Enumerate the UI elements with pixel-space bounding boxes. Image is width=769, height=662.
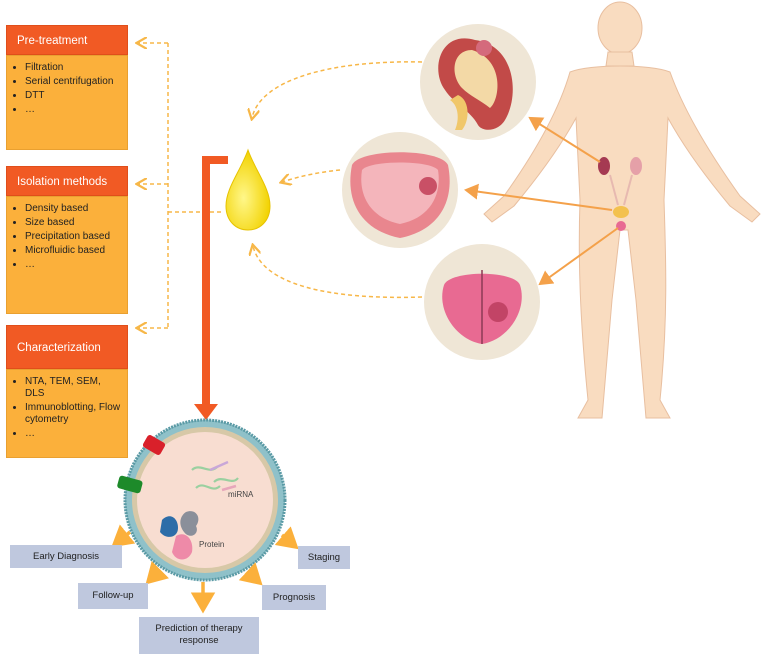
protein-blue-icon: [160, 516, 178, 537]
urine-drop-icon: [225, 148, 271, 231]
outcome-early-diagnosis: Early Diagnosis: [10, 545, 122, 568]
panel-header: Pre-treatment: [6, 25, 128, 55]
list-item: NTA, TEM, SEM, DLS: [25, 376, 121, 400]
list-item: Serial centrifugation: [25, 76, 121, 88]
protein-label: Protein: [199, 540, 224, 549]
membrane-protein-red-icon: [142, 435, 166, 455]
kidney-illustration: [420, 24, 536, 140]
list-item: Size based: [25, 217, 121, 229]
panel-body: Density based Size based Precipitation b…: [6, 196, 128, 314]
main-flow-arrow: [194, 156, 228, 420]
protein-gray-icon: [180, 511, 199, 536]
list-item: Microfluidic based: [25, 245, 121, 257]
panel-body: NTA, TEM, SEM, DLS Immunoblotting, Flow …: [6, 369, 128, 458]
mirna-label: miRNA: [228, 490, 254, 499]
list-item: Immunoblotting, Flow cytometry: [25, 402, 121, 426]
extracellular-vesicle: miRNA Protein: [117, 418, 287, 582]
list-item: …: [25, 428, 121, 440]
protein-pink-icon: [172, 534, 193, 560]
body-organs: [598, 157, 642, 231]
panel-header: Isolation methods: [6, 166, 128, 196]
bladder-illustration: [342, 132, 458, 248]
outcome-prediction: Prediction of therapy response: [139, 617, 259, 654]
outcome-prognosis: Prognosis: [262, 585, 326, 610]
membrane-protein-green-icon: [117, 475, 143, 494]
outcome-follow-up: Follow-up: [78, 583, 148, 609]
list-item: …: [25, 104, 121, 116]
panel-header: Characterization: [6, 325, 128, 369]
pointer-arrows: [464, 116, 619, 286]
outcome-staging: Staging: [298, 546, 350, 569]
outcome-arrows: [111, 524, 299, 614]
panel-pre-treatment: Pre-treatment Filtration Serial centrifu…: [6, 25, 128, 150]
list-item: DTT: [25, 90, 121, 102]
list-item: Filtration: [25, 62, 121, 74]
list-item: Precipitation based: [25, 231, 121, 243]
panel-body: Filtration Serial centrifugation DTT …: [6, 55, 128, 150]
panel-characterization: Characterization NTA, TEM, SEM, DLS Immu…: [6, 325, 128, 458]
list-item: …: [25, 259, 121, 271]
human-body-illustration: [483, 1, 761, 419]
dashed-connectors: [138, 43, 423, 328]
list-item: Density based: [25, 203, 121, 215]
prostate-illustration: [424, 244, 540, 360]
panel-isolation-methods: Isolation methods Density based Size bas…: [6, 166, 128, 314]
